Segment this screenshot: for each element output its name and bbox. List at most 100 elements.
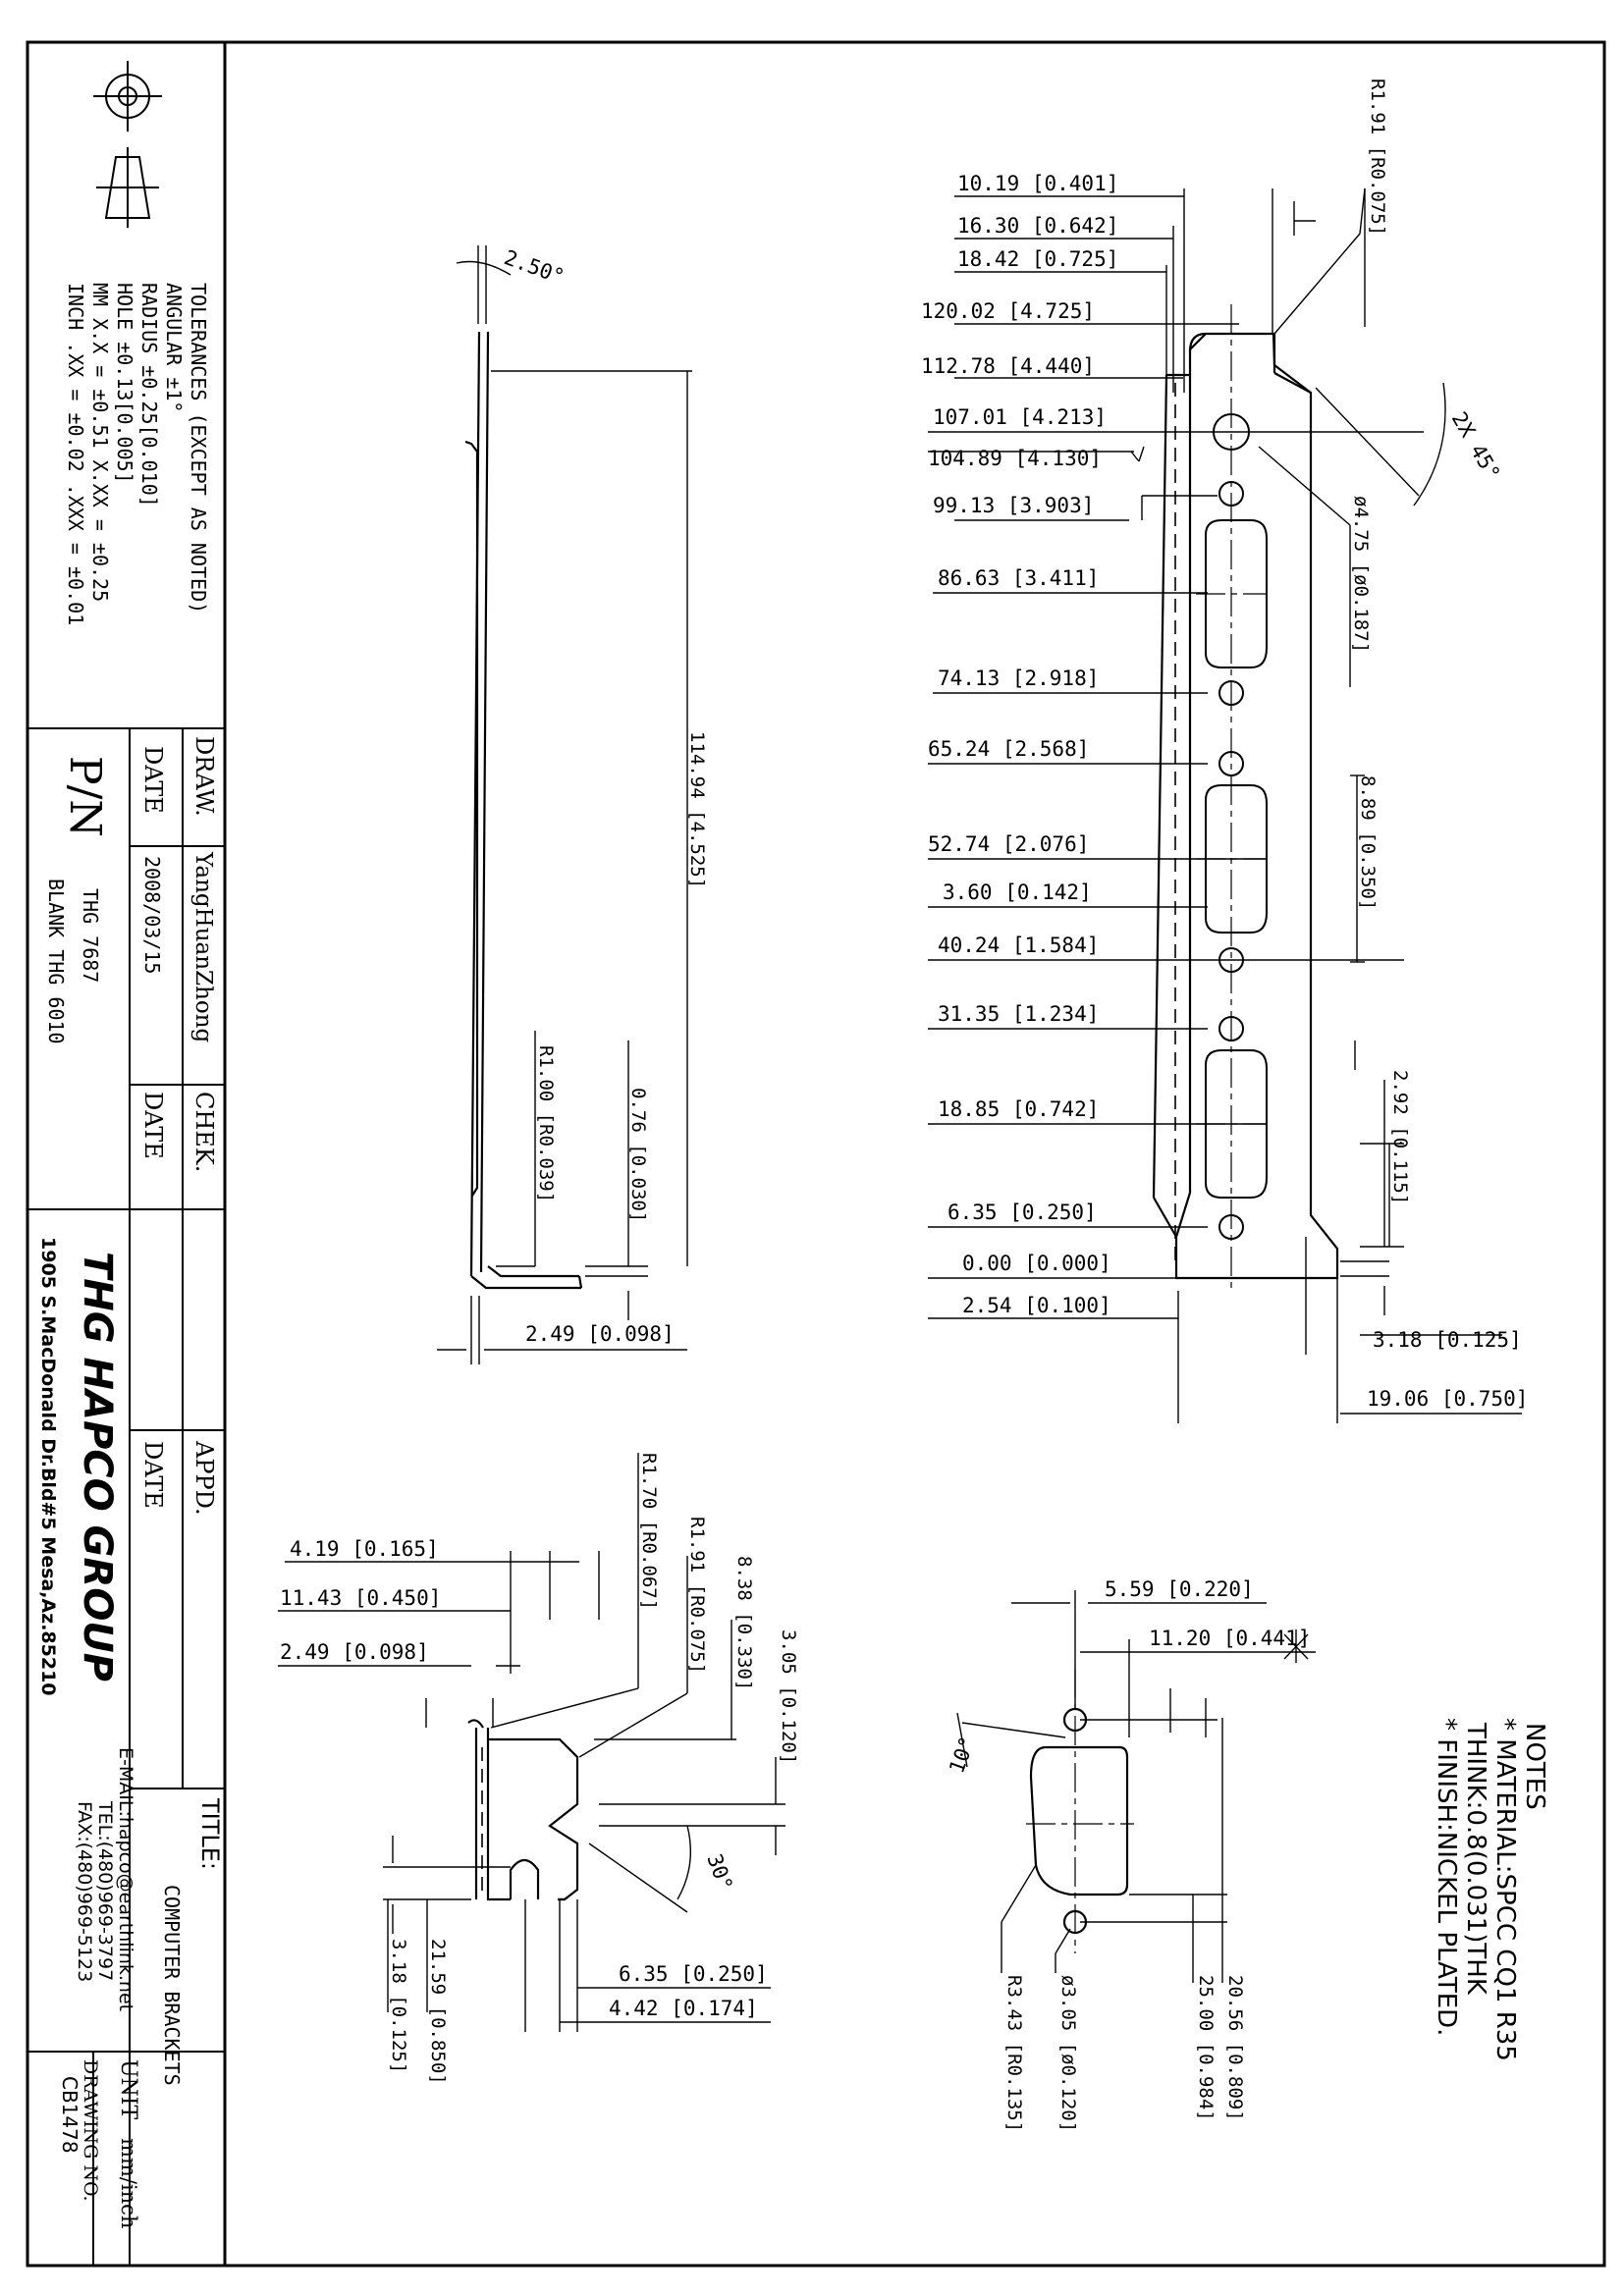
angle-2x45: 2X 45° <box>1447 408 1505 485</box>
title-block-grid <box>27 728 225 2266</box>
front-view-outline <box>1154 334 1337 1278</box>
tol-mm: MM X.X = ±0.51 X.XX = ±0.25 <box>88 283 112 602</box>
draw-label: DRAW. <box>190 736 218 817</box>
notes-material: * MATERIAL:SPCC CQ1 R35 <box>1490 1718 1520 2061</box>
tol-radius: RADIUS ±0.25[0.010] <box>137 283 161 507</box>
side-view-dims <box>437 245 692 1364</box>
dl-249: 2.49 [0.098] <box>280 1640 429 1664</box>
company-name: THG HAPCO GROUP <box>75 1252 120 1682</box>
dl-838: 8.38 [0.330] <box>733 1556 755 1690</box>
side-angle: 2.50° <box>501 245 568 289</box>
tol-inch: INCH .XX = ±0.02 .XXX = ±0.01 <box>64 283 87 625</box>
d-cutout-3 <box>1206 1050 1267 1198</box>
detail-left-texts: 4.19 [0.165] 11.43 [0.450] 2.49 [0.098] … <box>280 1453 799 2085</box>
front-view-holes <box>1206 414 1267 1239</box>
notes-block: NOTES * MATERIAL:SPCC CQ1 R35 THINK:0.8(… <box>1432 1718 1549 2061</box>
detail-left-dimlines <box>278 1453 785 2032</box>
dim-8663: 86.63 [3.411] <box>938 566 1099 590</box>
dim-292: 2.92 [0.115] <box>1389 1070 1411 1204</box>
date-label-1: DATE <box>139 746 167 814</box>
front-view-dim-texts: R1.91 [R0.075] 10.19 [0.401] 16.30 [0.64… <box>921 79 1528 1411</box>
tol-heading: TOLERANCES (EXCEPT AS NOTED) <box>187 283 210 614</box>
dim-6524: 65.24 [2.568] <box>928 737 1089 761</box>
date-label-3: DATE <box>139 1441 167 1509</box>
dr-2056: 20.56 [0.809] <box>1224 1975 1246 2121</box>
dim-5274: 52.74 [2.076] <box>928 832 1089 856</box>
unit-value: mm/inch <box>117 2138 140 2228</box>
appd-label: APPD. <box>190 1440 218 1516</box>
date-label-2: DATE <box>139 1092 167 1159</box>
dim-3135: 31.35 [1.234] <box>938 1002 1099 1026</box>
detail-right-texts: 5.59 [0.220] 11.20 [0.441] 10° R3.43 [R0… <box>945 1577 1310 2132</box>
dim-11278: 112.78 [4.440] <box>921 354 1095 378</box>
company-tel: TEL:(480)969-3797 <box>94 1800 116 1981</box>
dl-305: 3.05 [0.120] <box>778 1629 799 1764</box>
detail-right-centerlines <box>1026 1669 1134 1953</box>
dr-2500: 25.00 [0.984] <box>1195 1975 1217 2121</box>
chek-label: CHEK. <box>190 1092 218 1172</box>
blank-value: BLANK THG 6010 <box>44 879 68 1044</box>
notes-finish: * FINISH:NICKEL PLATED. <box>1432 1718 1461 2036</box>
front-view-dimlines <box>928 188 1522 1423</box>
dl-r170: R1.70 [R0.067] <box>638 1453 660 1610</box>
side-view-outline <box>465 332 581 1288</box>
detail-left-outline <box>468 1720 577 1899</box>
drawing-no-label: DRAWING NO. <box>80 2059 101 2202</box>
tolerances-block: TOLERANCES (EXCEPT AS NOTED) ANGULAR ±1°… <box>64 283 210 625</box>
dim-1019: 10.19 [0.401] <box>957 172 1118 195</box>
dl-635: 6.35 [0.250] <box>619 1962 768 1986</box>
part-number-block: P/N THG 7687 BLANK THG 6010 <box>44 756 110 1044</box>
dr-r343: R3.43 [R0.135] <box>1003 1975 1025 2132</box>
d-cutout-2 <box>1206 785 1267 933</box>
d-cutout-1 <box>1206 520 1267 667</box>
side-height: 114.94 [4.525] <box>686 731 708 888</box>
company-fax: FAX:(480)969-5123 <box>74 1801 95 1982</box>
unit-label: UNIT <box>116 2059 140 2119</box>
dim-1630: 16.30 [0.642] <box>957 214 1118 238</box>
outer-border <box>27 42 1604 2266</box>
dim-000: 0.00 [0.000] <box>962 1252 1111 1275</box>
dr-hole305: ø3.05 [ø0.120] <box>1057 1975 1079 2132</box>
hole-475-dim: ø4.75 [ø0.187] <box>1350 496 1372 653</box>
pn-label: P/N <box>60 756 110 837</box>
dl-angle30: 30° <box>702 1851 737 1895</box>
side-width: 2.49 [0.098] <box>525 1322 675 1346</box>
dim-318: 3.18 [0.125] <box>1373 1328 1522 1352</box>
dim-1885: 18.85 [0.742] <box>938 1097 1099 1121</box>
dl-1143: 11.43 [0.450] <box>280 1586 441 1610</box>
tol-angular: ANGULAR ±1° <box>162 283 186 412</box>
tol-hole: HOLE ±0.13[0.005] <box>113 283 136 484</box>
dim-360: 3.60 [0.142] <box>943 881 1092 904</box>
title-label: TITLE: <box>196 1797 224 1870</box>
r191-top-dim: R1.91 [R0.075] <box>1367 79 1388 236</box>
dl-2159: 21.59 [0.850] <box>427 1939 449 2085</box>
side-thick: 0.76 [0.030] <box>627 1088 649 1222</box>
company-block: THG HAPCO GROUP 1905 S.MacDonald Dr.Bld#… <box>37 1237 136 2011</box>
dim-4024: 40.24 [1.584] <box>938 934 1099 957</box>
dr-559: 5.59 [0.220] <box>1105 1577 1254 1601</box>
company-email: E-MAIL:hapco@earthlink.net <box>115 1747 136 2011</box>
dim-1842: 18.42 [0.725] <box>957 247 1118 271</box>
dl-442: 4.42 [0.174] <box>609 1997 758 2020</box>
detail-right-dimlines <box>957 1590 1316 1983</box>
dim-12002: 120.02 [4.725] <box>921 299 1095 323</box>
dim-635: 6.35 [0.250] <box>947 1201 1097 1224</box>
draw-row: DRAW. YangHuanZhong CHEK. DATE 2008/03/1… <box>139 736 218 1516</box>
company-address: 1905 S.MacDonald Dr.Bld#5 Mesa,Az.85210 <box>37 1237 59 1696</box>
dl-r191: R1.91 [R0.075] <box>686 1517 708 1674</box>
date-value: 2008/03/15 <box>140 856 164 974</box>
dim-889: 8.89 [0.350] <box>1357 775 1379 910</box>
dr-angle10: 10° <box>945 1734 980 1777</box>
dl-419: 4.19 [0.165] <box>290 1537 439 1561</box>
dim-10701: 107.01 [4.213] <box>933 405 1107 429</box>
title-field: TITLE: COMPUTER BRACKETS UNIT mm/inch DR… <box>58 1797 224 2228</box>
dim-1906: 19.06 [0.750] <box>1367 1387 1528 1411</box>
projection-symbol <box>93 61 162 228</box>
drawing-no-value: CB1478 <box>58 2076 81 2154</box>
notes-thick: THINK:0.8(0.031)THK <box>1461 1722 1490 1996</box>
detail-right-outline <box>1031 1709 1127 1933</box>
draw-value: YangHuanZhong <box>190 851 216 1042</box>
dl-318: 3.18 [0.125] <box>388 1939 409 2073</box>
dr-1120: 11.20 [0.441] <box>1149 1627 1310 1650</box>
